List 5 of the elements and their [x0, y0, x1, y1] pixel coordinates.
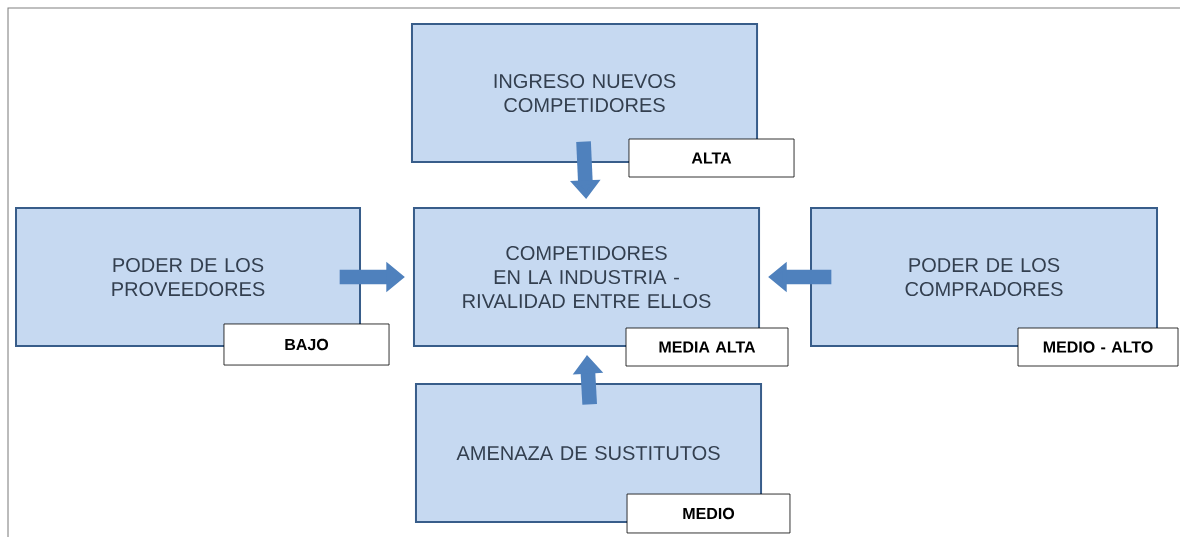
rating-box: MEDIA ALTA: [625, 327, 789, 367]
rating-box: BAJO: [223, 323, 390, 366]
rating-box: MEDIO: [626, 493, 791, 534]
rating-box: ALTA: [628, 138, 795, 178]
rating-box: MEDIO - ALTO: [1017, 327, 1179, 367]
